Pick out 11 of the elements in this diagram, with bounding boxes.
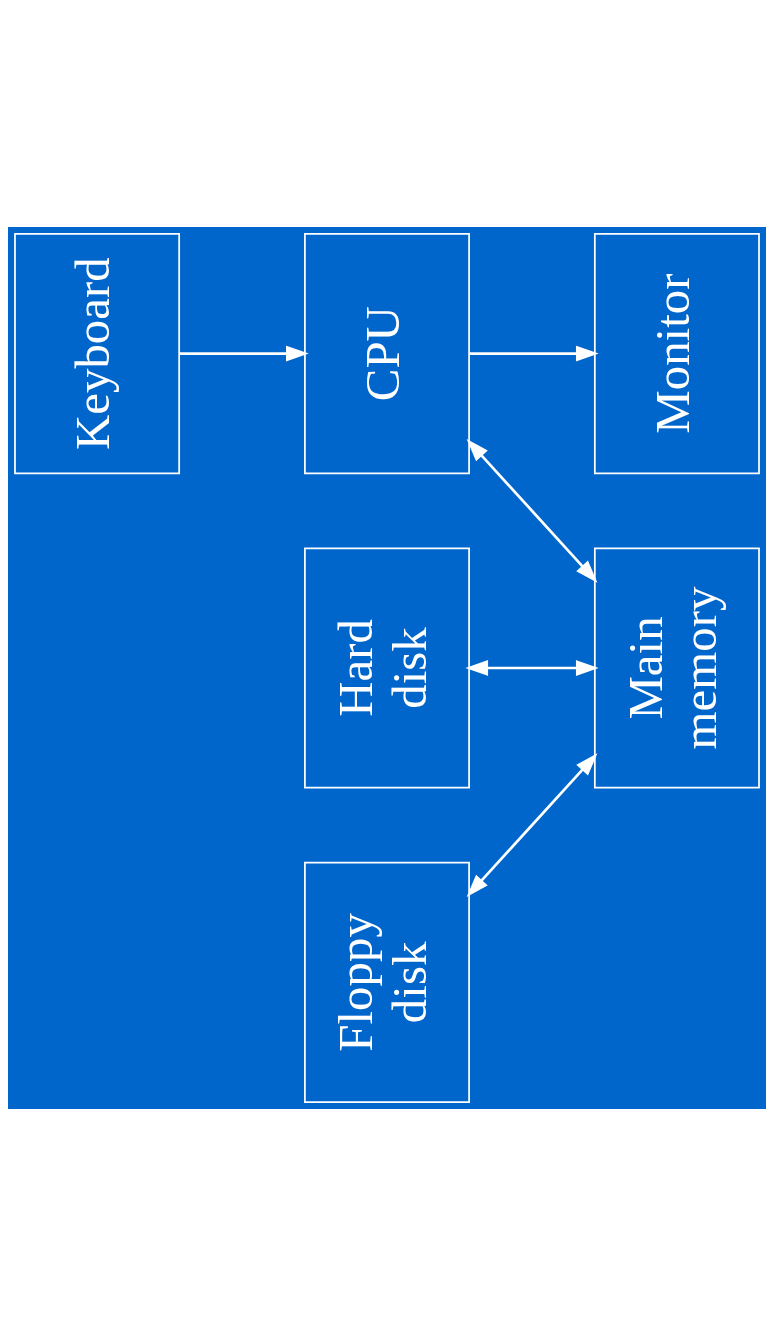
node-box: Floppy disk	[304, 861, 470, 1103]
node-box: Monitor	[593, 232, 760, 474]
arrow	[469, 345, 599, 362]
arrow	[466, 752, 598, 897]
node-box: Hard disk	[304, 547, 470, 788]
arrow	[179, 345, 309, 362]
arrow	[465, 659, 599, 676]
node-box: Keyboard	[14, 232, 181, 474]
arrow	[466, 438, 598, 583]
node-box: Main memory	[593, 547, 760, 788]
node-box: CPU	[304, 232, 470, 474]
